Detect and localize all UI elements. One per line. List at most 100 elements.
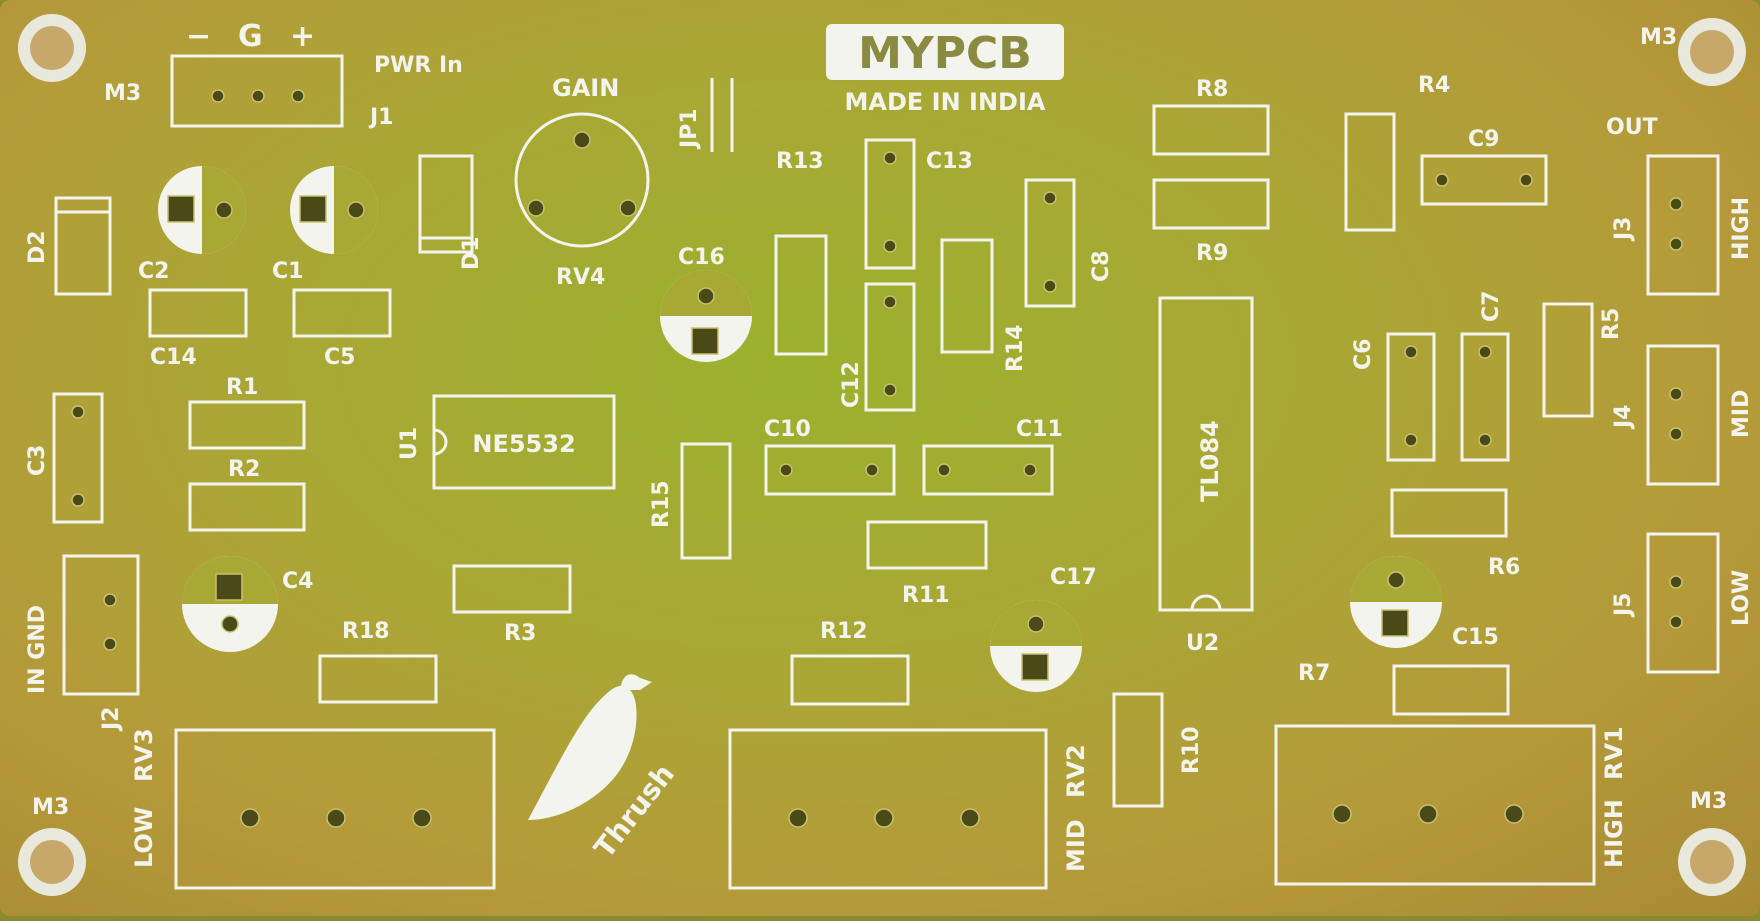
power-in-label: PWR In (374, 53, 463, 78)
svg-text:C11: C11 (1016, 417, 1063, 442)
svg-text:HIGH: HIGH (1600, 799, 1628, 868)
svg-text:C4: C4 (282, 569, 313, 594)
ref-rv4: RV4 (556, 265, 605, 290)
hole-label-bl: M3 (32, 795, 69, 820)
resistor-r14 (940, 238, 994, 354)
chip-u1 (432, 394, 616, 490)
resistor-r3 (452, 564, 572, 614)
cap-c11 (922, 444, 1054, 496)
svg-text:C6: C6 (1351, 339, 1376, 370)
svg-text:MID: MID (1729, 390, 1754, 438)
svg-text:D1: D1 (459, 236, 484, 270)
svg-text:C5: C5 (324, 345, 355, 370)
cap-c15 (1350, 556, 1442, 648)
pot-rv1 (1274, 724, 1596, 886)
svg-text:LOW: LOW (130, 807, 158, 868)
power-minus-label: − (186, 19, 211, 54)
svg-text:R7: R7 (1298, 661, 1330, 686)
svg-text:C15: C15 (1452, 625, 1499, 650)
svg-text:C10: C10 (764, 417, 811, 442)
svg-text:C16: C16 (678, 245, 725, 270)
connector-j4 (1646, 344, 1720, 486)
cap-c6 (1386, 332, 1436, 462)
cap-c4 (182, 556, 278, 652)
svg-text:C14: C14 (150, 345, 197, 370)
svg-text:C13: C13 (926, 149, 973, 174)
svg-text:R1: R1 (226, 375, 258, 400)
cap-c7 (1460, 332, 1510, 462)
cap-c2 (158, 166, 246, 254)
chip-u1-name: NE5532 (472, 430, 575, 458)
svg-text:R15: R15 (649, 480, 674, 528)
svg-text:R3: R3 (504, 621, 536, 646)
power-ground-label: G (238, 19, 263, 54)
svg-text:R2: R2 (228, 457, 260, 482)
resistor-r7 (1392, 664, 1510, 716)
svg-text:HIGH: HIGH (1729, 197, 1754, 260)
mounting-hole-top-right (1678, 18, 1746, 86)
svg-text:C8: C8 (1089, 251, 1114, 282)
svg-text:R12: R12 (820, 619, 868, 644)
output-label: OUT (1606, 115, 1658, 140)
resistor-r8 (1152, 104, 1270, 156)
svg-text:RV2: RV2 (1062, 744, 1090, 798)
ref-j1: J1 (368, 105, 394, 130)
hole-label-br: M3 (1690, 789, 1727, 814)
cap-c13 (864, 138, 916, 270)
resistor-r15 (680, 442, 732, 560)
svg-text:C3: C3 (25, 445, 50, 476)
svg-text:U2: U2 (1186, 631, 1219, 656)
brand-logo: MYPCB (858, 28, 1032, 79)
svg-text:C9: C9 (1468, 127, 1499, 152)
cap-c1 (290, 166, 378, 254)
cap-c12 (864, 282, 916, 412)
pot-rv3 (174, 728, 496, 890)
connector-j2 (62, 554, 140, 696)
svg-text:R10: R10 (1179, 726, 1204, 774)
diode-d1 (418, 154, 474, 254)
resistor-r2 (188, 482, 306, 532)
power-plus-label: + (290, 19, 315, 54)
cap-c17 (990, 600, 1082, 692)
svg-text:J4: J4 (1611, 405, 1636, 431)
cap-c3 (52, 392, 104, 524)
svg-text:R13: R13 (776, 149, 824, 174)
svg-text:R5: R5 (1599, 308, 1624, 340)
svg-text:J5: J5 (1611, 593, 1636, 619)
cap-c14 (148, 288, 248, 338)
connector-j3 (1646, 154, 1720, 296)
svg-text:C2: C2 (138, 259, 169, 284)
input-label: IN GND (25, 605, 50, 694)
connector-j5 (1646, 532, 1720, 674)
chip-u2 (1158, 296, 1254, 612)
cap-c8 (1024, 178, 1076, 308)
svg-text:C1: C1 (272, 259, 303, 284)
made-in-label: MADE IN INDIA (845, 88, 1046, 116)
svg-text:C12: C12 (839, 361, 864, 408)
diode-d2 (54, 196, 112, 296)
cap-c16 (660, 270, 752, 362)
pot-rv4 (514, 112, 650, 248)
resistor-r13 (774, 234, 828, 356)
resistor-r5 (1542, 302, 1594, 418)
resistor-r18 (318, 654, 438, 704)
svg-text:R18: R18 (342, 619, 390, 644)
mounting-hole-bottom-right (1678, 828, 1746, 896)
cap-c9 (1420, 154, 1548, 206)
svg-text:MID: MID (1062, 819, 1090, 872)
cap-c5 (292, 288, 392, 338)
svg-text:R9: R9 (1196, 241, 1228, 266)
svg-text:U1: U1 (397, 427, 422, 460)
svg-text:J2: J2 (99, 707, 124, 733)
svg-text:R4: R4 (1418, 73, 1450, 98)
svg-text:R14: R14 (1003, 324, 1028, 372)
svg-text:D2: D2 (25, 230, 50, 264)
resistor-r11 (866, 520, 988, 570)
mounting-hole-top-left (18, 14, 86, 82)
svg-text:R8: R8 (1196, 77, 1228, 102)
chip-u2-name: TL084 (1196, 420, 1224, 502)
brand-logo-box (826, 24, 1064, 80)
hole-label-tl: M3 (104, 81, 141, 106)
pot-rv2 (728, 728, 1048, 890)
